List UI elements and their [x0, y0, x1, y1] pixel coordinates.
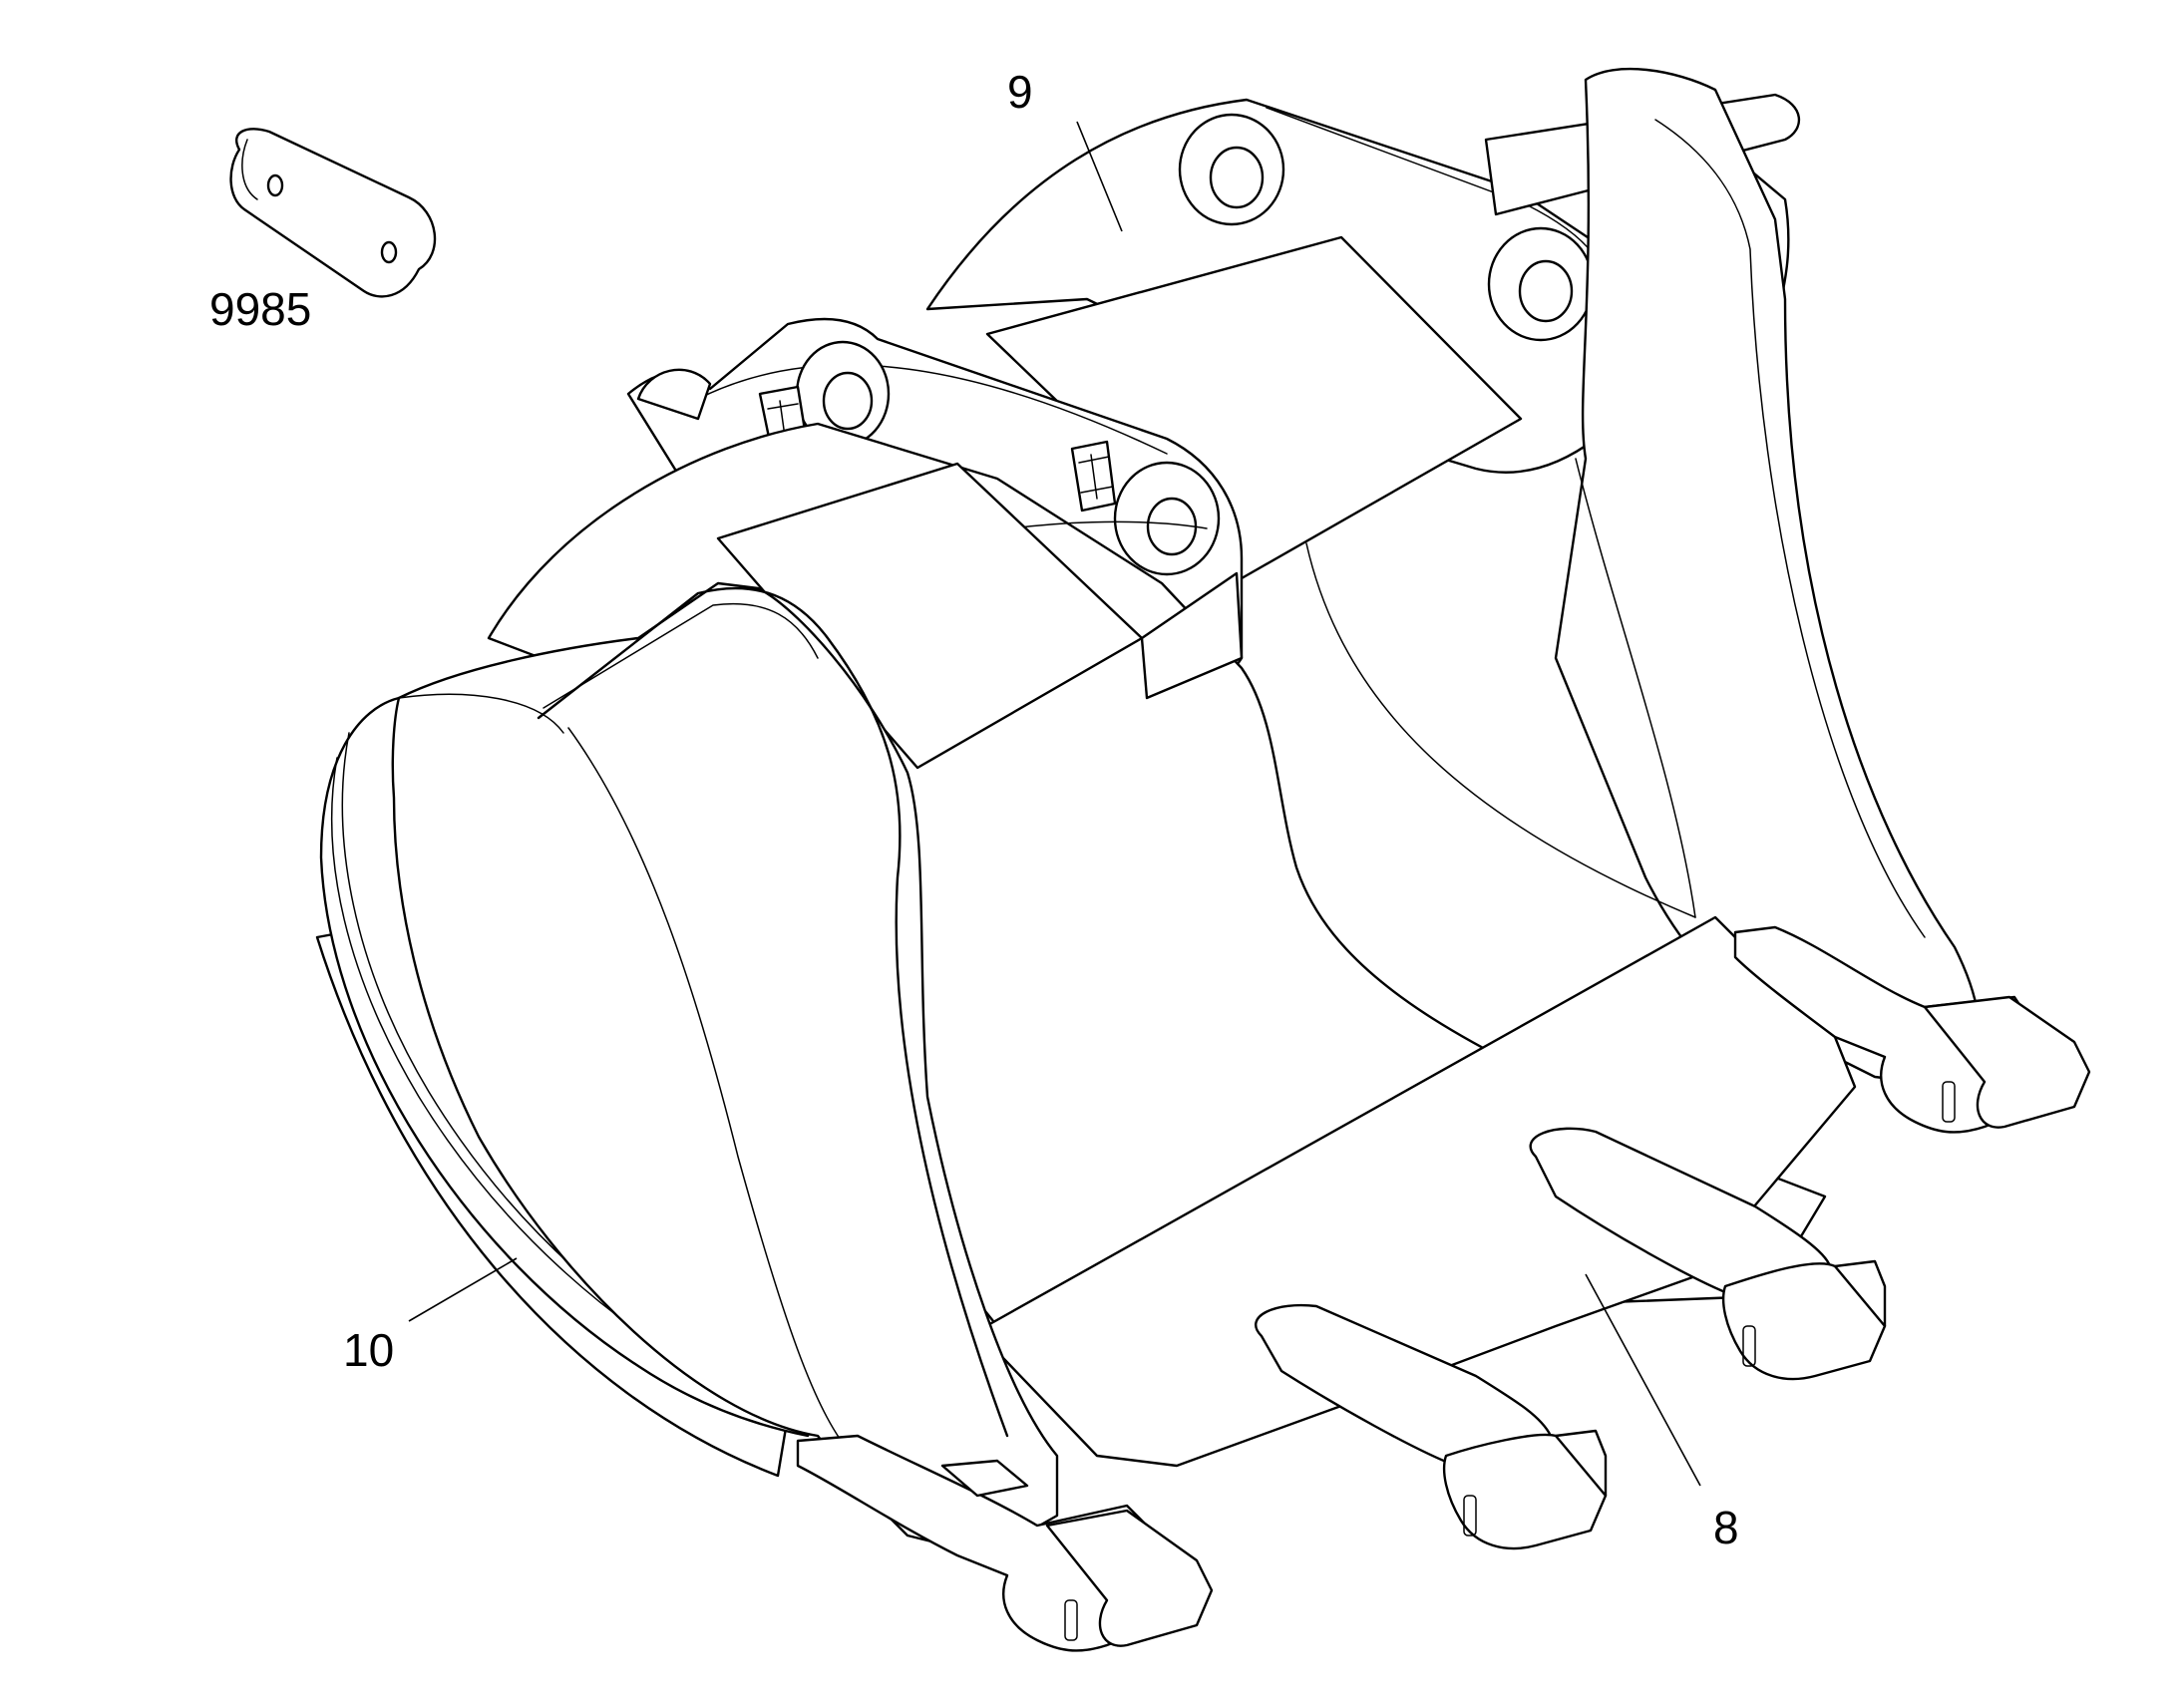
part-9985-shim-plate	[229, 128, 437, 298]
tooth-middle-right	[1529, 1127, 1887, 1381]
tooth-front-left	[796, 1434, 1214, 1652]
tooth-far-right	[1733, 925, 2091, 1134]
tooth-middle-left	[1255, 1303, 1608, 1550]
callout-label-10: 10	[343, 1324, 394, 1376]
callout-label-9985: 9985	[209, 283, 311, 335]
bucket-left-side-plate	[391, 581, 1059, 1557]
callout-label-9: 9	[1007, 66, 1033, 118]
leader-line-9	[1076, 121, 1123, 232]
leader-line-10	[408, 1257, 518, 1322]
leader-line-8	[1585, 1273, 1701, 1487]
callout-label-8: 8	[1713, 1502, 1739, 1553]
